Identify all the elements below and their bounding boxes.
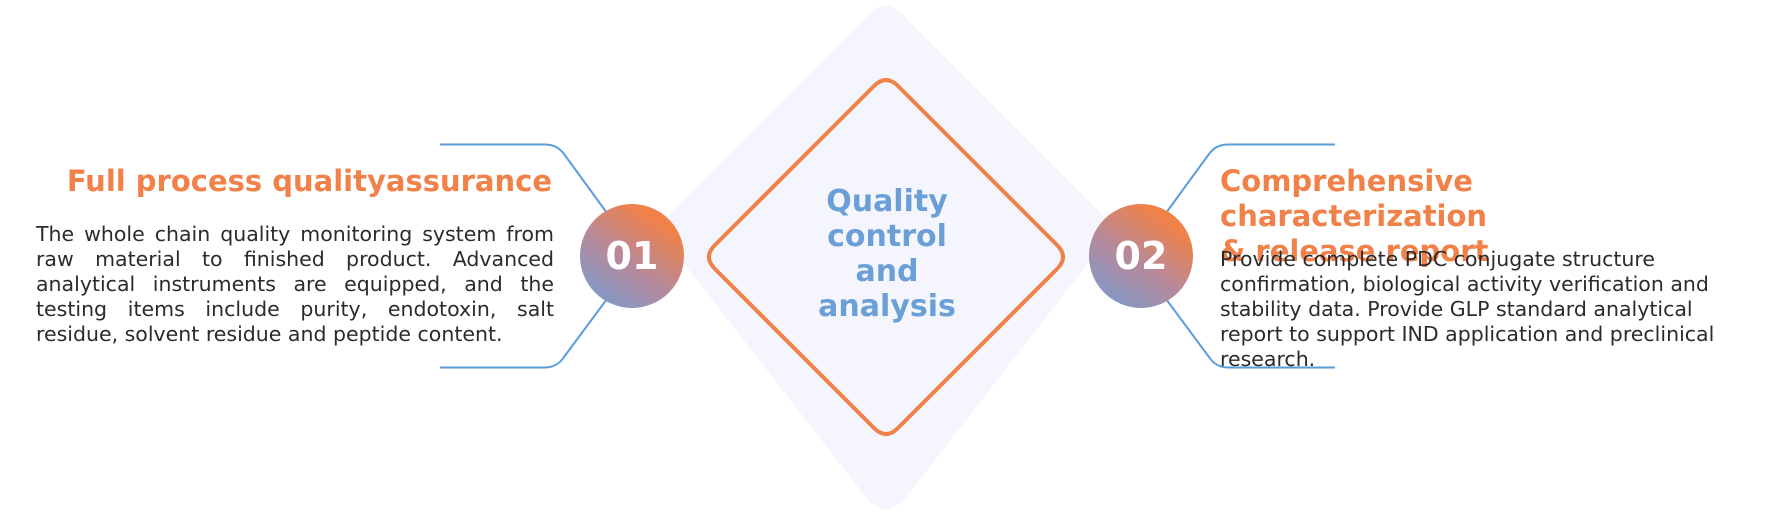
left-card-outline (440, 143, 608, 369)
center-label-line: control (827, 219, 947, 254)
center-label-line: Quality (826, 184, 948, 219)
background-diamond (663, 5, 1109, 509)
right-card-title: Comprehensive characterization & release… (1220, 164, 1720, 269)
step-badge-02: 02 (1089, 204, 1193, 308)
center-label-line: and (855, 254, 919, 289)
left-card-description: The whole chain quality monitoring syste… (36, 222, 554, 346)
left-card-title: Full process qualityassurance (66, 164, 552, 198)
center-diamond-outline (707, 78, 1065, 436)
right-card-title-line: & release report (1220, 234, 1489, 268)
center-label: Quality control and analysis (787, 184, 987, 324)
right-card-outline (1165, 143, 1335, 369)
step-badge-01: 01 (580, 204, 684, 308)
center-label-line: analysis (818, 289, 956, 324)
right-card-title-line: Comprehensive characterization (1220, 164, 1488, 233)
right-card-description: Provide complete PDC conjugate structure… (1220, 247, 1715, 371)
